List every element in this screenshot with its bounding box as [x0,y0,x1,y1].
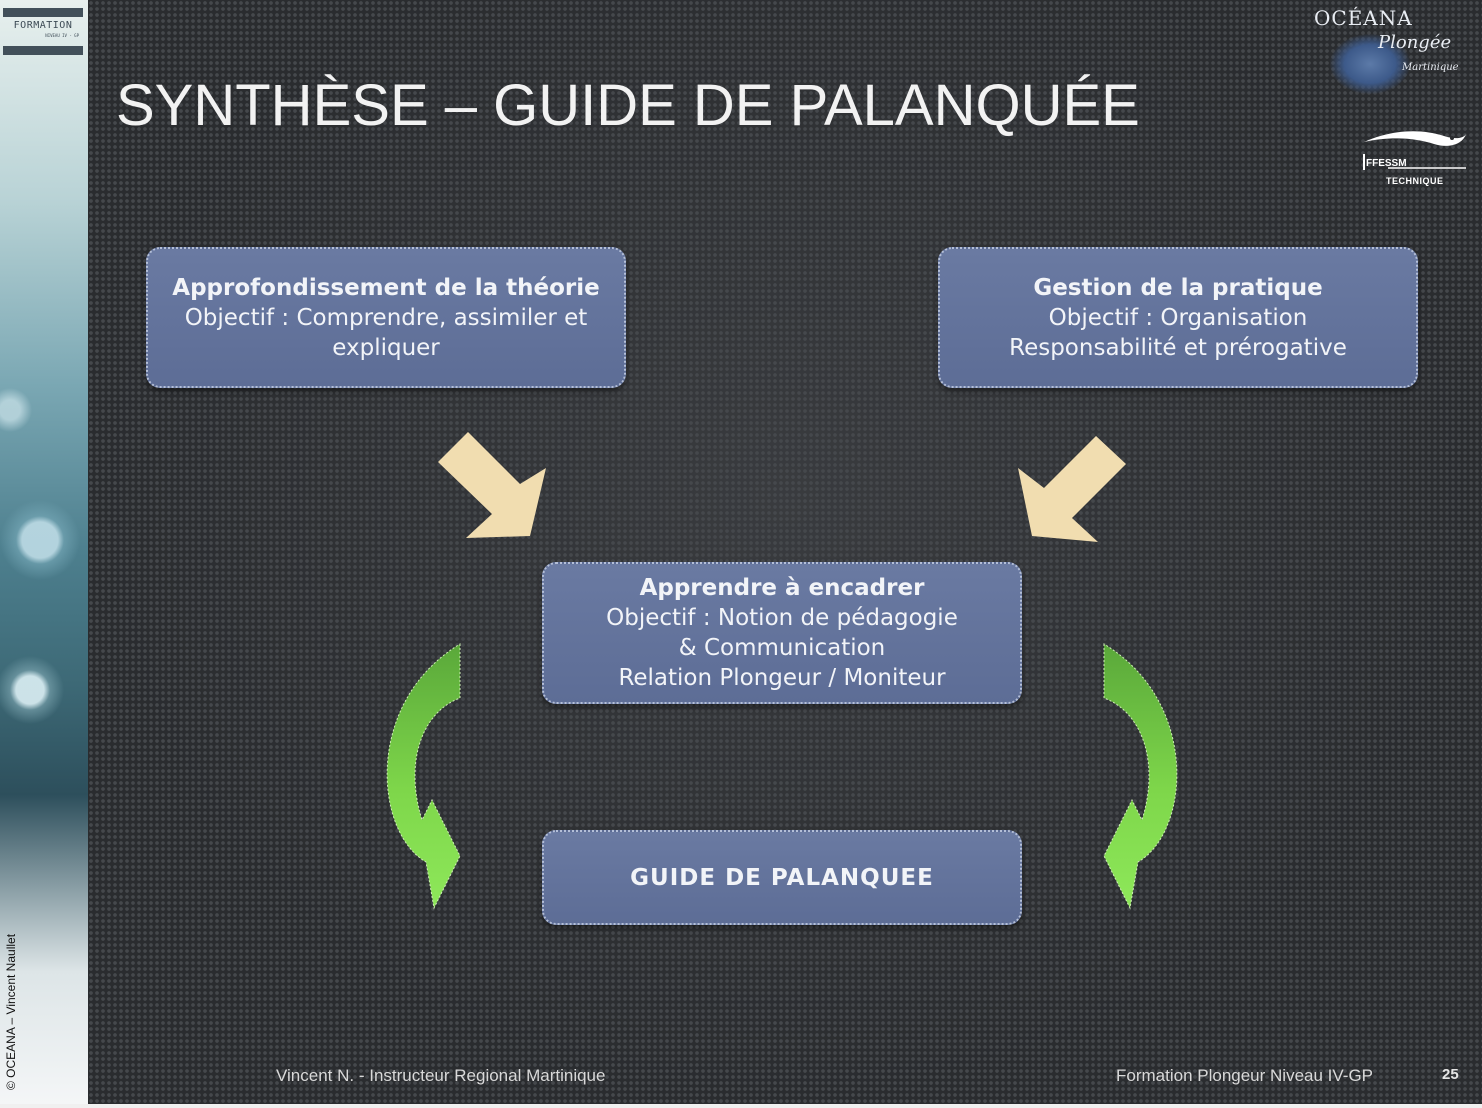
practice-box-line1: Objectif : Organisation [1048,304,1308,331]
ffessm-logo-sub: TECHNIQUE [1386,176,1444,186]
oceana-logo-region: Martinique [1402,62,1459,73]
badge-bar-top [3,8,83,17]
curved-arrow-right-icon [1103,643,1178,910]
oceana-logo-name: OCÉANA [1314,6,1413,30]
theory-box: Approfondissement de la théorie Objectif… [146,247,626,388]
curved-arrow-left-icon [386,643,461,910]
slide-title: SYNTHÈSE – GUIDE DE PALANQUÉE [116,73,1140,138]
wave-icon [1363,131,1466,170]
theory-box-line1: Objectif : Comprendre, assimiler et [184,304,588,331]
guide-box: GUIDE DE PALANQUEE [542,830,1022,925]
supervise-box-heading: Apprendre à encadrer [639,575,925,601]
theory-box-line2: expliquer [332,334,440,361]
theory-box-heading: Approfondissement de la théorie [172,274,600,301]
supervise-box: Apprendre à encadrer Objectif : Notion d… [542,562,1022,704]
oceana-logo: OCÉANA Plongée Martinique [1310,4,1470,100]
practice-box: Gestion de la pratique Objectif : Organi… [938,247,1418,388]
page-number: 25 [1442,1066,1459,1083]
footer-author: Vincent N. - Instructeur Regional Martin… [276,1066,606,1085]
ffessm-logo-name: FFESSM [1366,158,1407,169]
badge-label: FORMATION [13,20,73,31]
supervise-box-line2: & Communication [678,635,886,661]
guide-box-heading: GUIDE DE PALANQUEE [630,864,934,891]
ffessm-logo: FFESSM TECHNIQUE [1360,126,1470,192]
side-photo-strip: FORMATION NIVEAU IV - GP © OCEANA – Vinc… [0,0,88,1104]
formation-badge: FORMATION NIVEAU IV - GP [3,8,83,56]
badge-bar-bottom [3,46,83,55]
oceana-logo-plongee: Plongée [1378,32,1452,53]
arrow-down-left-icon [1018,436,1126,542]
footer-course: Formation Plongeur Niveau IV-GP [1116,1066,1374,1085]
practice-box-heading: Gestion de la pratique [1033,274,1323,301]
turtle-globe-icon [1330,34,1410,94]
supervise-box-line3: Relation Plongeur / Moniteur [618,665,946,691]
badge-sublabel: NIVEAU IV - GP [45,33,79,38]
arrow-down-right-icon [438,432,546,538]
copyright-text: © OCEANA – Vincent Naullet [4,933,18,1090]
bottom-border [0,1104,1482,1108]
slide-canvas: SYNTHÈSE – GUIDE DE PALANQUÉE OCÉANA Plo… [88,0,1482,1104]
practice-box-line2: Responsabilité et prérogative [1009,334,1347,361]
supervise-box-line1: Objectif : Notion de pédagogie [606,605,958,631]
